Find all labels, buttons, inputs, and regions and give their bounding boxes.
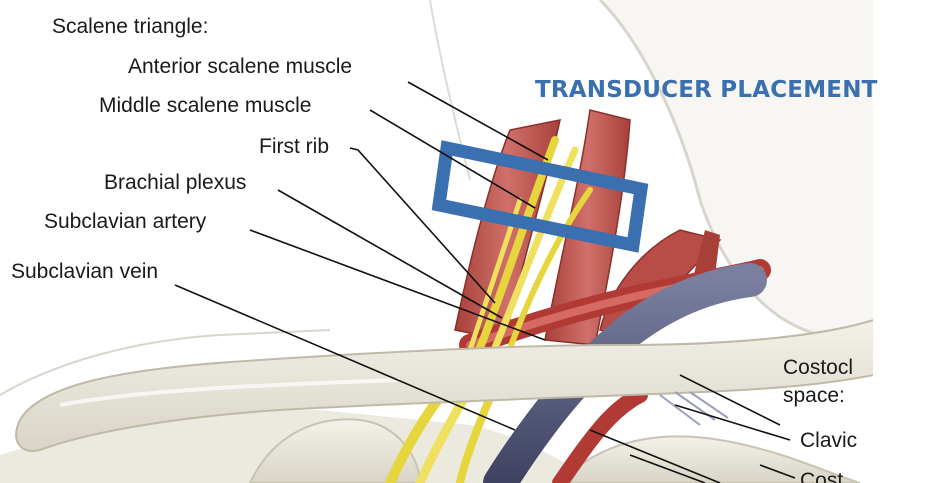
- label-costoclavicular-line1: Costocl: [783, 357, 853, 378]
- label-brachial-plexus: Brachial plexus: [104, 172, 246, 193]
- label-anterior-scalene-muscle: Anterior scalene muscle: [128, 56, 352, 77]
- label-scalene-triangle: Scalene triangle:: [52, 16, 208, 37]
- transducer-placement-title: TRANSDUCER PLACEMENT: [535, 79, 878, 102]
- label-middle-scalene-muscle: Middle scalene muscle: [99, 95, 311, 116]
- label-clavicle: Clavic: [800, 430, 857, 451]
- label-first-rib: First rib: [259, 136, 329, 157]
- label-subclavian-artery: Subclavian artery: [44, 211, 206, 232]
- label-subclavian-vein: Subclavian vein: [11, 261, 158, 282]
- label-costoclavicular-line2: space:: [783, 385, 845, 406]
- label-costal: Cost: [800, 470, 843, 483]
- leader-clavicle: [675, 405, 790, 440]
